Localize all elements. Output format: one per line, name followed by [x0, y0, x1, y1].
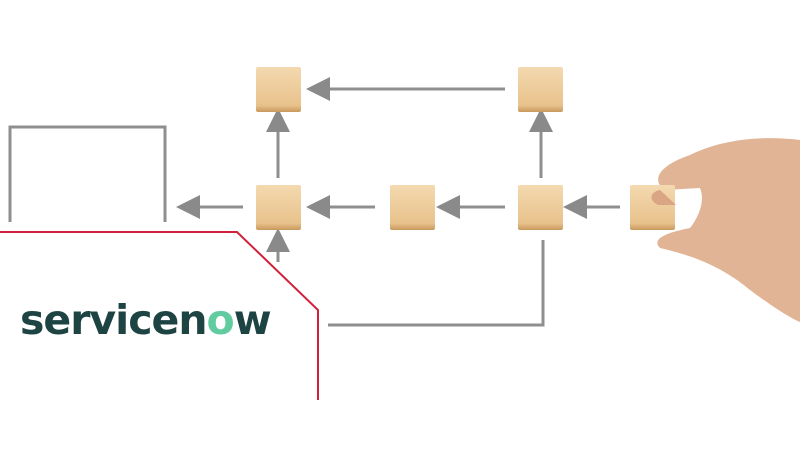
logo-accent-letter: o: [206, 296, 235, 344]
wooden-cubes: [256, 67, 563, 230]
red-frame-line: [0, 231, 319, 400]
cube: [256, 67, 301, 112]
hand: [657, 138, 800, 322]
logo-text: servicen: [20, 296, 208, 344]
cube: [256, 185, 301, 230]
cube-in-hand: [630, 185, 675, 230]
cube: [518, 67, 563, 112]
logo-text-end: w: [233, 296, 272, 344]
cube: [390, 185, 435, 230]
outline-box: [8, 125, 167, 222]
flow-lines: [8, 77, 620, 327]
cube: [518, 185, 563, 230]
servicenow-logo: servicenow: [20, 296, 272, 344]
thumb: [651, 190, 676, 205]
return-line: [328, 240, 545, 327]
logo-panel: [0, 231, 318, 400]
